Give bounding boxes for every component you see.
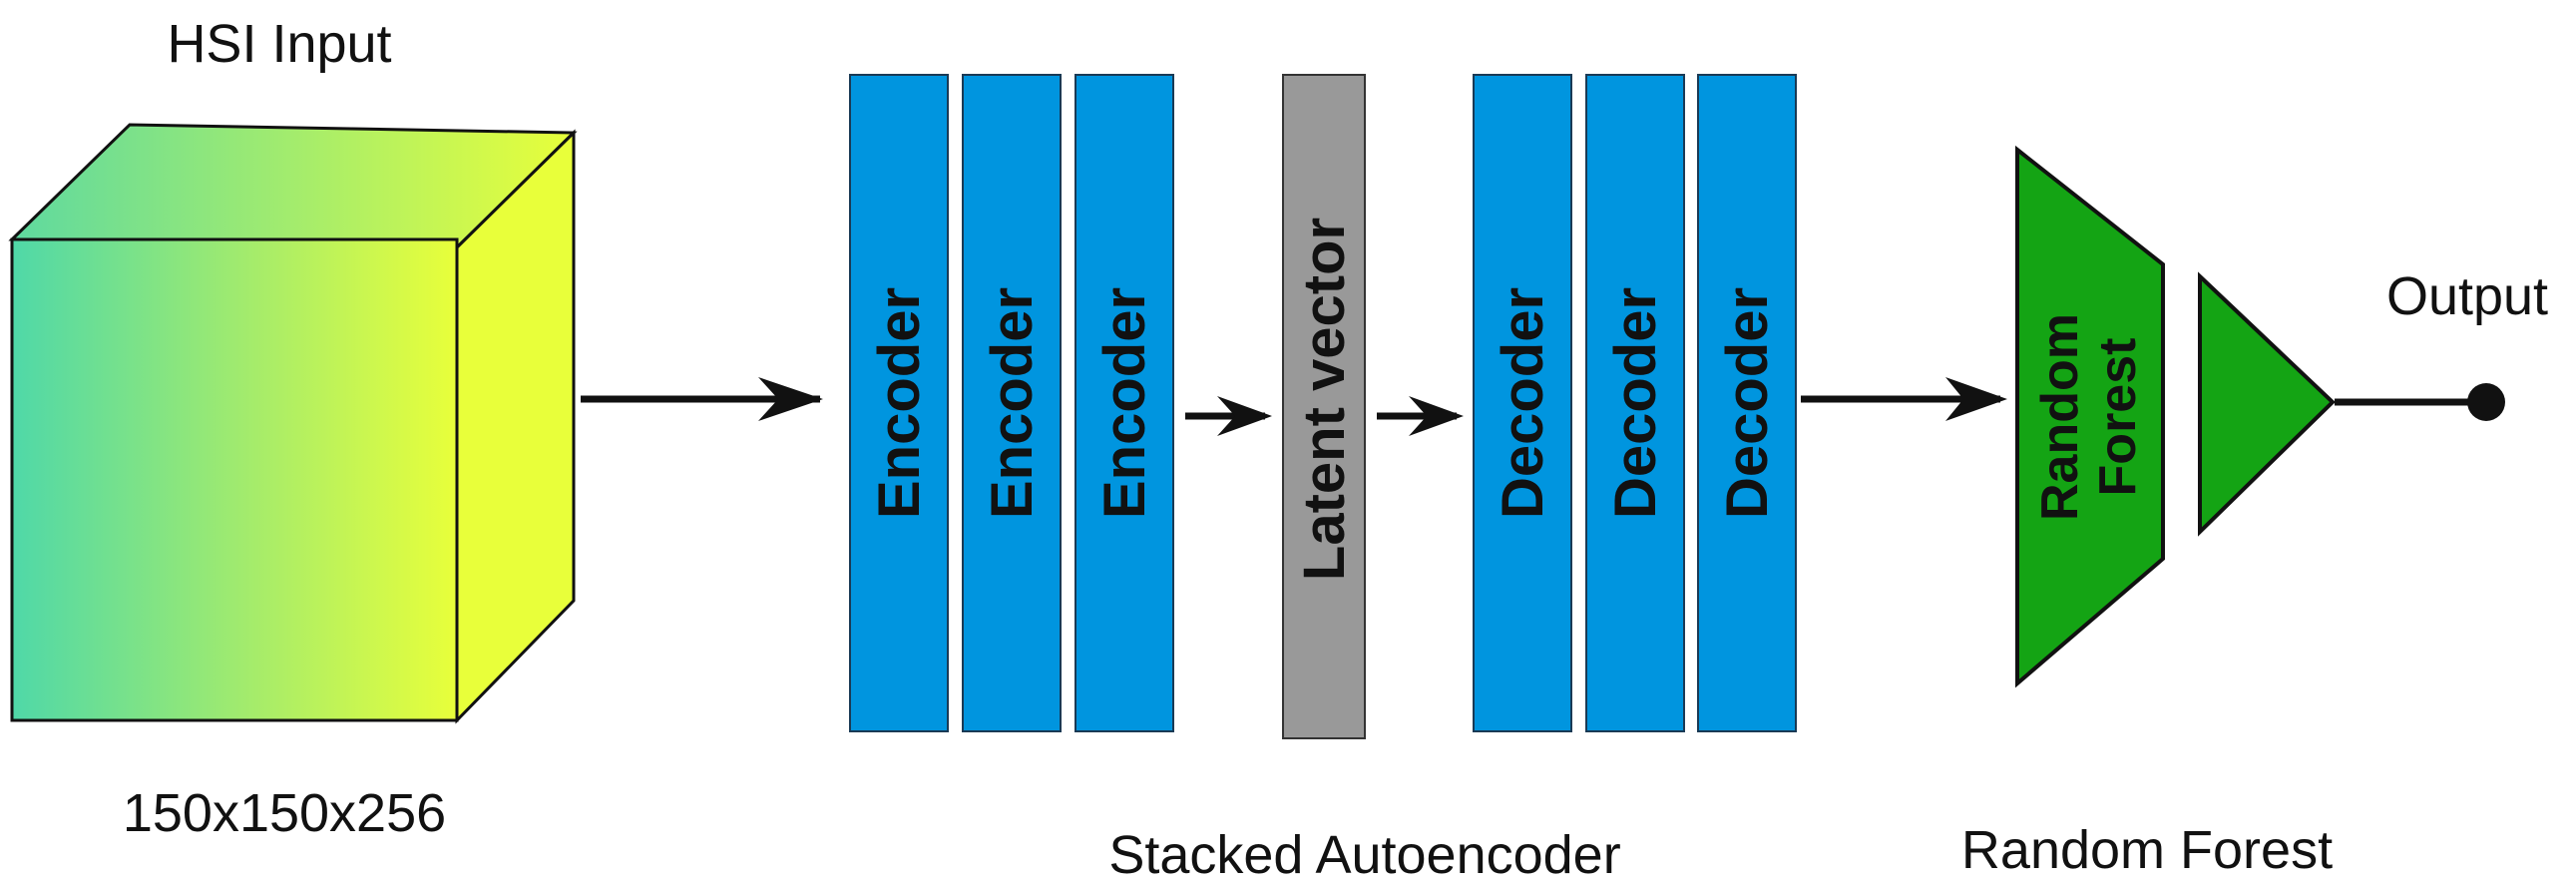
arrow-icon [1801,377,2007,421]
decoder-block-2: Decoder [1585,74,1685,732]
latent-vector-block: Latent vector [1282,74,1366,739]
random-forest-label-line2: Forest [2089,338,2147,497]
encoder-label: Encoder [1092,287,1157,519]
encoder-block-3: Encoder [1074,74,1174,732]
decoder-label: Decoder [1715,287,1780,519]
random-forest-label-line1: Random [2031,313,2089,521]
arrow-icon [1185,396,1272,436]
random-forest-caption: Random Forest [1961,820,2333,880]
hsi-input-title: HSI Input [167,14,391,74]
decoder-block-1: Decoder [1473,74,1572,732]
decoder-block-3: Decoder [1697,74,1797,732]
decoder-label: Decoder [1491,287,1555,519]
stacked-autoencoder-caption: Stacked Autoencoder [1108,825,1620,885]
classifier-triangle-icon [2198,271,2336,537]
encoder-label: Encoder [980,287,1045,519]
hsi-cube-icon [8,123,578,724]
hsi-dimensions-label: 150x150x256 [123,783,446,843]
decoder-label: Decoder [1603,287,1668,519]
random-forest-block: Random Forest [2015,145,2165,688]
encoder-label: Encoder [867,287,932,519]
arrow-icon [1377,396,1464,436]
encoder-block-1: Encoder [849,74,949,732]
latent-vector-label: Latent vector [1292,218,1357,581]
arrow-icon [581,377,823,421]
output-label: Output [2386,266,2548,326]
output-connector-icon [2335,383,2505,421]
encoder-block-2: Encoder [962,74,1062,732]
